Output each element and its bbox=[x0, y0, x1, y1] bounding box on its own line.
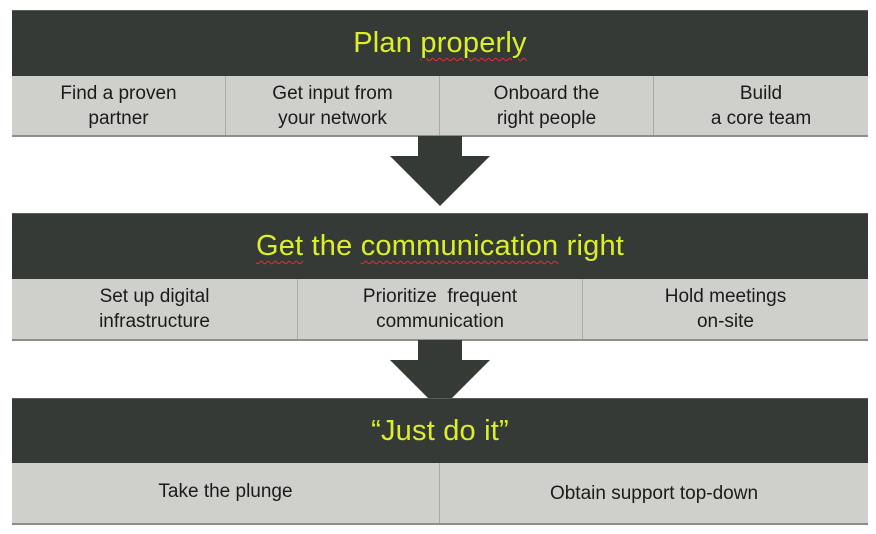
stage-title: Get the communication right bbox=[12, 213, 868, 279]
step-obtain-support: Obtain support top-down bbox=[549, 482, 759, 504]
step-get-input: Get input from your network bbox=[226, 76, 440, 135]
stage-title-text: the bbox=[303, 230, 361, 262]
step-row: Set up digital infrastructure Prioritize… bbox=[12, 279, 868, 341]
stage-plan-properly: Plan properly Find a proven partner Get … bbox=[12, 10, 868, 137]
step-hold-meetings: Hold meetings on-site bbox=[664, 286, 787, 332]
stage-title-text: Plan bbox=[353, 27, 421, 59]
step-digital-infrastructure: Set up digital infrastructure bbox=[12, 279, 298, 339]
stage-title-text: “Just do it” bbox=[371, 414, 509, 447]
stage-title-underlined-text: communication bbox=[360, 230, 559, 262]
step-take-plunge: Take the plunge bbox=[12, 463, 440, 523]
arrow-down-icon bbox=[390, 136, 490, 206]
stage-title-text: right bbox=[558, 230, 625, 262]
step-build-core-team: Build a core team bbox=[710, 82, 812, 129]
step-row: Take the plunge Obtain support top-down bbox=[12, 463, 868, 525]
step-prioritize-communication: Prioritize frequent communication bbox=[298, 279, 583, 339]
step-row: Find a proven partner Get input from you… bbox=[12, 76, 868, 137]
arrow-down-icon bbox=[390, 340, 490, 410]
stage-title-underlined-text: properly bbox=[420, 27, 527, 59]
stage-title-underlined-text: Get bbox=[255, 230, 304, 262]
stage-communication: Get the communication right Set up digit… bbox=[12, 213, 868, 341]
stage-title: Plan properly bbox=[12, 10, 868, 76]
stage-title: “Just do it” bbox=[12, 398, 868, 463]
step-onboard-people: Onboard the right people bbox=[440, 76, 654, 135]
stage-just-do-it: “Just do it” Take the plunge Obtain supp… bbox=[12, 398, 868, 525]
step-find-partner: Find a proven partner bbox=[12, 76, 226, 135]
